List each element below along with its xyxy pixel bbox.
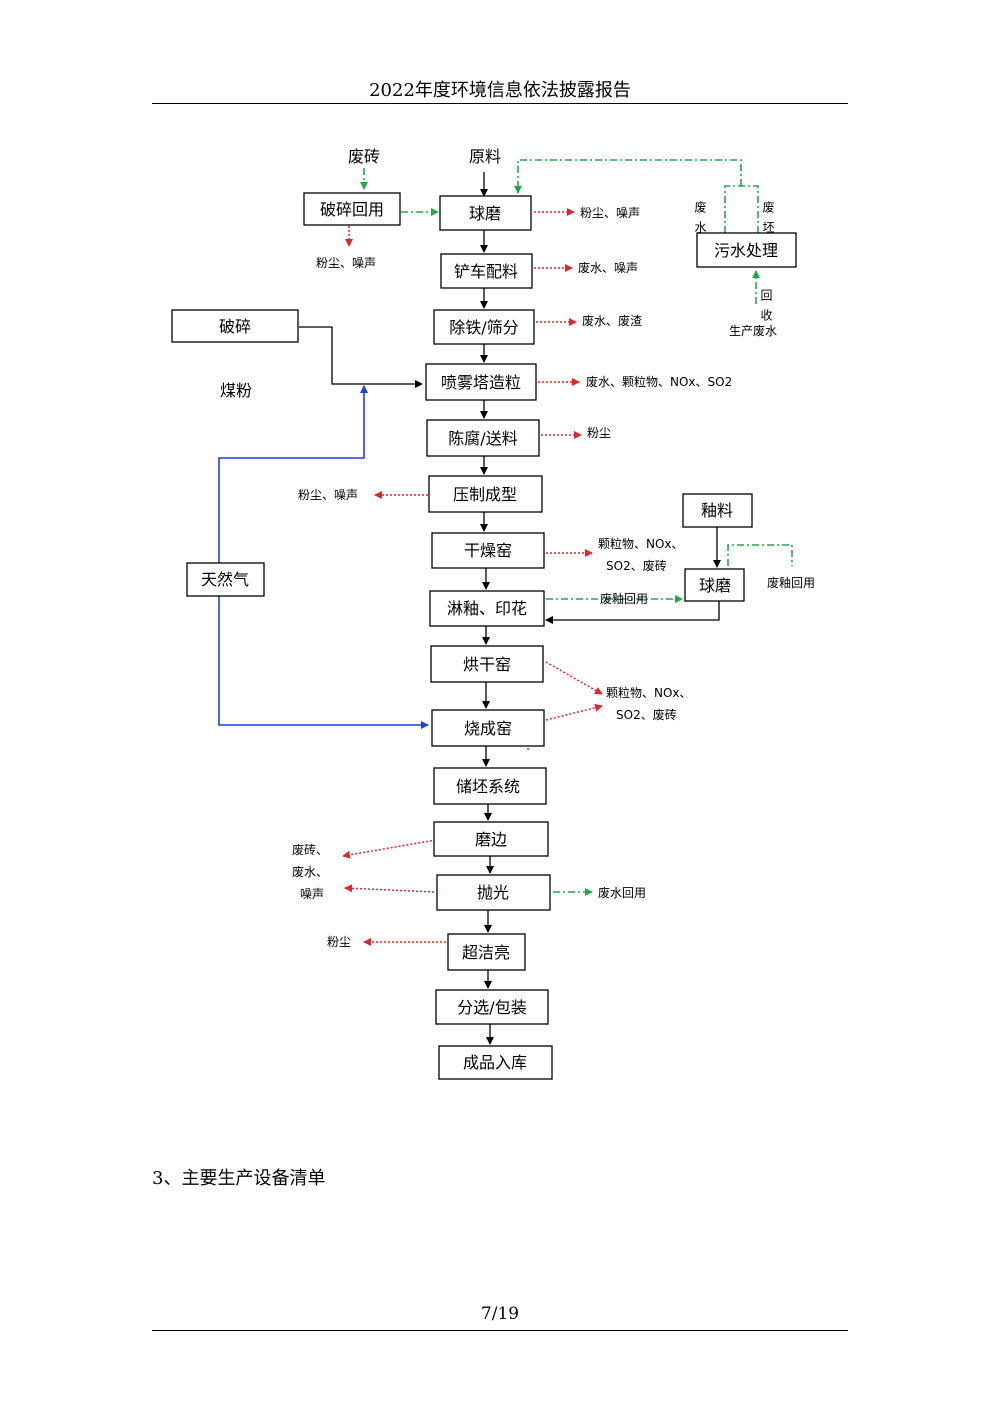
label-firing-kiln: 烧成窑: [464, 719, 512, 738]
label-waste-brick-in: 废砖: [348, 147, 380, 166]
note-production-waste-water: 生产废水: [729, 323, 777, 338]
box-ball-mill: [439, 195, 532, 231]
label-glazing-printing: 淋釉、印花: [447, 599, 527, 618]
note-drying-kiln-out-1: 颗粒物、NOx、: [598, 536, 684, 551]
note-kiln-out-2: SO2、废砖: [616, 707, 677, 722]
header-rule: [152, 103, 848, 104]
box-aging-feed: [426, 419, 540, 457]
label-baking-kiln: 烘干窑: [463, 655, 511, 674]
note-press-forming-out: 粉尘、噪声: [298, 488, 358, 502]
label-glaze-material: 釉料: [701, 501, 733, 520]
note-iron-sieve-out: 废水、废渣: [582, 313, 642, 328]
box-glaze-ball-mill: [684, 568, 745, 602]
label-warehouse: 成品入库: [463, 1053, 527, 1072]
note-sewage-recycle: 回收: [759, 289, 773, 329]
note-waste-glaze-recycle-a: 废釉回用: [767, 575, 815, 590]
box-edging: [433, 821, 549, 857]
section-title: 3、主要生产设备清单: [152, 1168, 326, 1189]
box-sorting-packing: [435, 989, 549, 1025]
label-sewage-treatment: 污水处理: [714, 241, 778, 260]
box-loader-batching: [440, 253, 533, 289]
note-edging-out-3: 噪声: [300, 887, 324, 901]
note-waste-glaze-recycle-b: 废釉回用: [600, 591, 648, 606]
label-storage-system: 储坯系统: [456, 777, 520, 796]
box-drying-kiln: [431, 532, 545, 569]
label-crush-recycle: 破碎回用: [320, 200, 384, 219]
note-edging-out-1: 废砖、: [292, 842, 328, 857]
label-coal-powder: 煤粉: [220, 381, 252, 400]
label-crushing: 破碎: [219, 317, 251, 336]
box-storage-system: [433, 767, 547, 805]
document-header: 2022年度环境信息依法披露报告: [369, 80, 631, 101]
box-press-forming: [428, 475, 543, 513]
note-aging-feed-out: 粉尘: [587, 426, 611, 440]
box-natural-gas: [186, 562, 265, 597]
note-polishing-out: 废水回用: [598, 885, 646, 900]
box-glazing-printing: [429, 590, 545, 627]
box-polishing: [436, 874, 551, 911]
label-aging-feed: 陈腐/送料: [448, 429, 517, 448]
label-edging: 磨边: [475, 830, 507, 849]
label-super-clean: 超洁亮: [462, 943, 510, 962]
note-loader-batching-out: 废水、噪声: [578, 260, 638, 275]
box-baking-kiln: [430, 645, 544, 683]
box-sewage-treatment: [696, 232, 797, 268]
label-natural-gas: 天然气: [201, 570, 249, 589]
label-drying-kiln: 干燥窑: [464, 541, 512, 560]
box-iron-sieve: [433, 309, 535, 345]
note-sewage-waste-water: 废水: [693, 200, 707, 241]
box-super-clean: [447, 933, 526, 971]
note-edging-out-2: 废水、: [292, 864, 328, 879]
label-polishing: 抛光: [477, 883, 509, 902]
box-glaze-material: [682, 493, 753, 528]
note-sewage-waste-body: 废坯: [761, 200, 775, 241]
label-ball-mill: 球磨: [469, 204, 501, 223]
box-crush-recycle: [303, 192, 401, 226]
label-raw-material: 原料: [469, 147, 501, 166]
label-spray-tower: 喷雾塔造粒: [441, 373, 521, 392]
note-spray-tower-out: 废水、颗粒物、NOx、SO2: [586, 374, 732, 389]
footer-rule: [152, 1330, 848, 1331]
box-firing-kiln: [431, 709, 545, 747]
note-kiln-out-1: 颗粒物、NOx、: [606, 685, 692, 700]
label-loader-batching: 铲车配料: [454, 262, 518, 281]
label-iron-sieve: 除铁/筛分: [449, 318, 518, 337]
label-press-forming: 压制成型: [453, 485, 517, 504]
box-warehouse: [438, 1045, 553, 1080]
note-ball-mill-out: 粉尘、噪声: [580, 206, 640, 220]
note-drying-kiln-out-2: SO2、废砖: [606, 558, 667, 573]
note-crush-recycle-out: 粉尘、噪声: [316, 256, 376, 270]
note-super-clean-out: 粉尘: [327, 935, 351, 949]
label-sorting-packing: 分选/包装: [457, 998, 526, 1017]
label-glaze-ball-mill: 球磨: [699, 576, 731, 595]
box-crushing: [171, 309, 299, 343]
box-spray-tower: [425, 363, 537, 401]
page-number: 7/19: [480, 1304, 520, 1324]
